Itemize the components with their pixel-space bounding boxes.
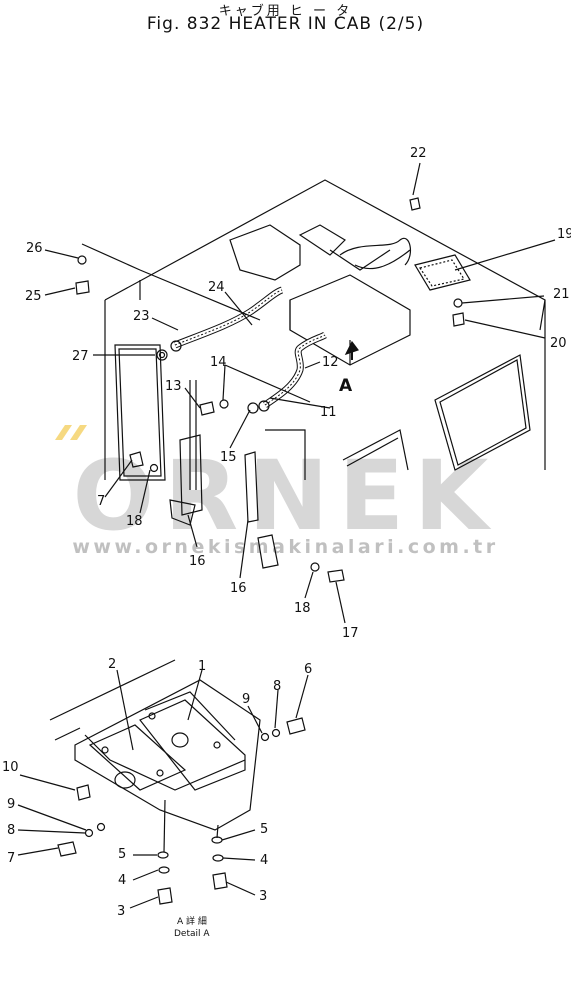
callout-detail-1: 1 (198, 659, 206, 674)
callout-detail-9-left: 9 (7, 797, 15, 812)
detail-caption: Detail A (174, 929, 210, 939)
callout-17: 17 (342, 626, 359, 641)
callout-18-left: 18 (126, 514, 143, 529)
callout-detail-4-right: 4 (260, 853, 268, 868)
callout-18-right: 18 (294, 601, 311, 616)
callout-11: 11 (320, 405, 337, 420)
callout-detail-5-left: 5 (118, 847, 126, 862)
callout-19: 19 (557, 227, 571, 242)
callout-27: 27 (72, 349, 89, 364)
callout-13: 13 (165, 379, 182, 394)
callout-a: A (339, 376, 353, 396)
callout-12: 12 (322, 355, 339, 370)
callout-detail-10: 10 (2, 760, 19, 775)
callout-24: 24 (208, 280, 225, 295)
callout-21: 21 (553, 287, 570, 302)
watermark-url: www.ornekismakinalari.com.tr (72, 536, 499, 558)
callout-detail-2: 2 (108, 657, 116, 672)
callout-detail-8-left: 8 (7, 823, 15, 838)
callout-20: 20 (550, 336, 567, 351)
callout-14: 14 (210, 355, 227, 370)
callout-detail-4-left: 4 (118, 873, 126, 888)
callout-22: 22 (410, 146, 427, 161)
callout-detail-9-top: 9 (242, 692, 250, 707)
callout-15: 15 (220, 450, 237, 465)
callout-detail-5-right: 5 (260, 822, 268, 837)
callout-detail-8-top: 8 (273, 679, 281, 694)
callout-26: 26 (26, 241, 43, 256)
callout-detail-7: 7 (7, 851, 15, 866)
detail-caption-jp: A 詳 細 (177, 915, 207, 927)
callout-detail-6: 6 (304, 662, 312, 677)
callout-25: 25 (25, 289, 42, 304)
japanese-title: キャブ用 ヒ ー タ (218, 4, 353, 19)
callout-detail-3-right: 3 (259, 889, 267, 904)
callout-16-left: 16 (189, 554, 206, 569)
callout-16-right: 16 (230, 581, 247, 596)
figure-title: Fig. 832 HEATER IN CAB (2/5) (146, 14, 425, 34)
callout-23: 23 (133, 309, 150, 324)
callout-7-top: 7 (97, 494, 105, 509)
callout-detail-3-left: 3 (117, 904, 125, 919)
